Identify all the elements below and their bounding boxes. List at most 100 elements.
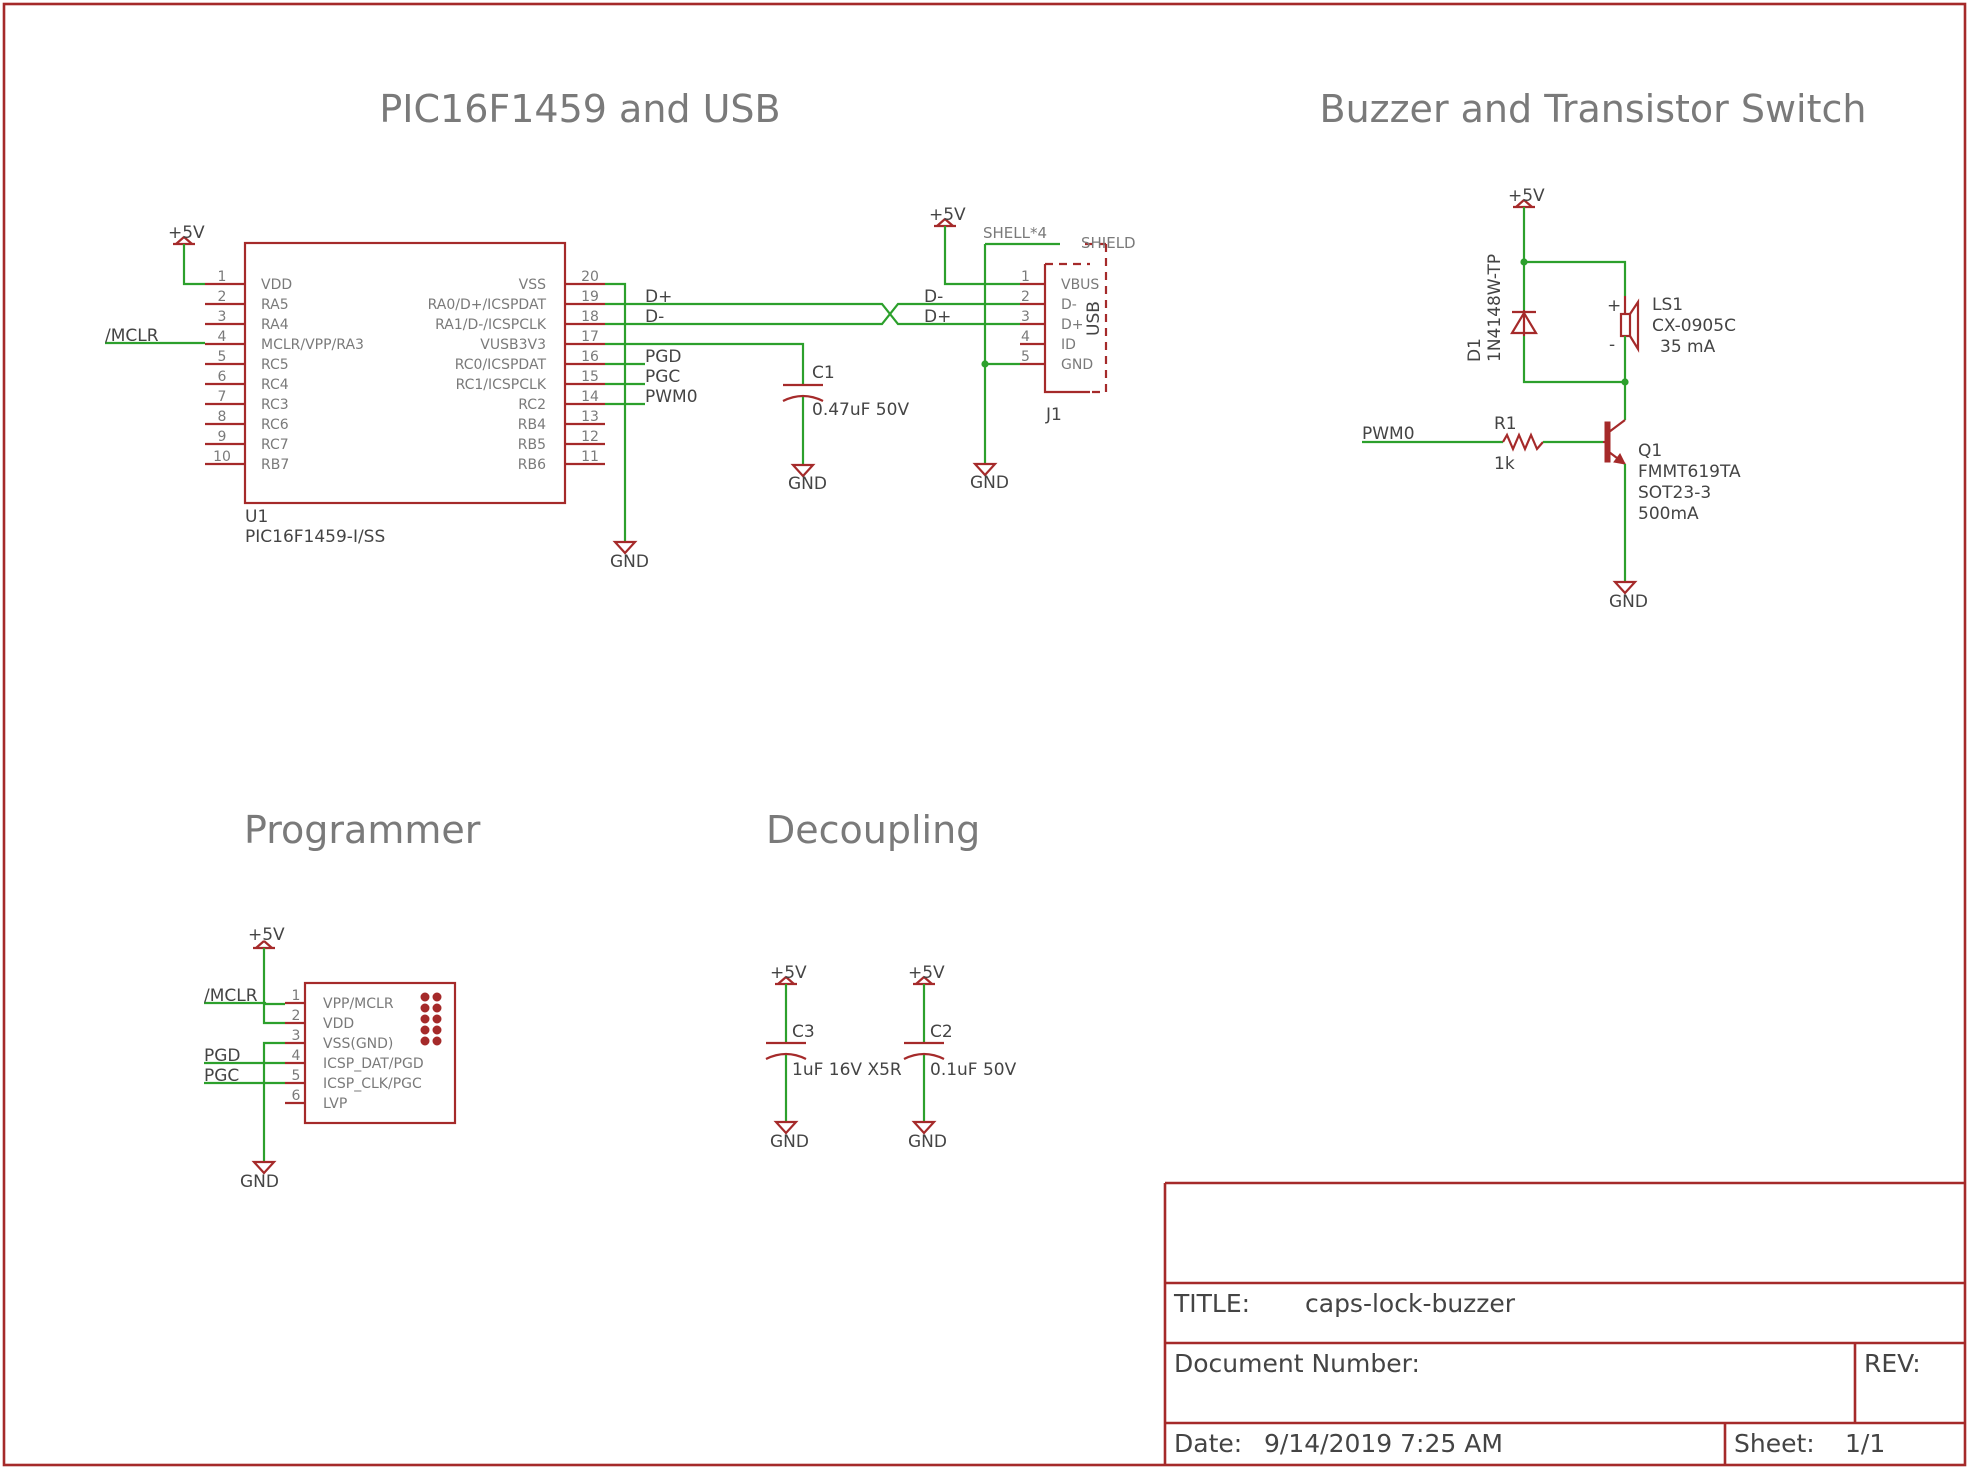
ls1-minus: - — [1609, 335, 1615, 355]
ls1-plus: + — [1607, 296, 1621, 316]
gnd-label-c3: GND — [770, 1132, 809, 1152]
j1-type-label: USB — [1084, 301, 1104, 336]
u1-ref: U1 — [245, 507, 268, 527]
j1-dminus-net-label: D- — [924, 287, 943, 307]
programmer-vcc-label: +5V — [248, 925, 285, 945]
j1-dplus-net-label: D+ — [924, 307, 951, 327]
u1-right-pin-name: RB5 — [518, 437, 546, 453]
j1-ref: J1 — [1045, 405, 1062, 425]
u1-right-pin-name: RA0/D+/ICSPDAT — [428, 297, 547, 313]
mclr-net-label: /MCLR — [105, 326, 159, 346]
j1-shield-label: SHIELD — [1081, 234, 1136, 252]
buzzer-supply: +5V — [1508, 186, 1627, 296]
programmer-pin-number: 5 — [292, 1068, 301, 1084]
sheet-value: 1/1 — [1845, 1429, 1885, 1458]
gnd-symbol-q1 — [1612, 580, 1638, 595]
u1-left-pin-number: 9 — [218, 429, 227, 445]
programmer-pin-number: 2 — [292, 1008, 301, 1024]
date-label: Date: — [1174, 1429, 1242, 1458]
u1-right-pin-number: 19 — [581, 289, 599, 305]
u1-right-pin-name: RC2 — [518, 397, 546, 413]
pgc-net-label: PGC — [645, 367, 680, 387]
programmer-pin-name: VSS(GND) — [323, 1036, 393, 1052]
j1-pin-name: GND — [1061, 357, 1093, 373]
sheet-label: Sheet: — [1734, 1429, 1815, 1458]
gnd-symbol-prog — [251, 1160, 277, 1175]
ls1-buzzer: + - LS1 CX-0905C 35 mA — [1607, 295, 1736, 420]
j1-pin-number: 2 — [1021, 289, 1030, 305]
c1-value: 0.47uF 50V — [812, 400, 909, 420]
u1-value: PIC16F1459-I/SS — [245, 527, 385, 547]
pgd-net-label: PGD — [645, 347, 682, 367]
programmer-pin-dots — [420, 992, 442, 1046]
u1-left-pin-name: RC6 — [261, 417, 289, 433]
j1-vbus-supply: +5V — [929, 205, 1020, 286]
c3-vcc-label: +5V — [770, 963, 807, 983]
u1-left-pin-name: RC4 — [261, 377, 289, 393]
c2-value: 0.1uF 50V — [930, 1060, 1017, 1080]
programmer-pin-number: 4 — [292, 1048, 301, 1064]
j1-pin-number: 1 — [1021, 269, 1030, 285]
u1-right-pin-number: 18 — [581, 309, 599, 325]
c1-ref: C1 — [812, 363, 835, 383]
pwm0-net-label: PWM0 — [645, 387, 698, 407]
u1-left-pin-number: 2 — [218, 289, 227, 305]
date-value: 9/14/2019 7:25 AM — [1264, 1429, 1503, 1458]
u1-vss-gnd: GND — [605, 282, 649, 572]
programmer-pin-name: VPP/MCLR — [323, 996, 394, 1012]
d1-value: 1N4148W-TP — [1485, 254, 1505, 362]
u1-left-pin-number: 5 — [218, 349, 227, 365]
c3-ref: C3 — [792, 1022, 815, 1042]
u1-right-pin-number: 16 — [581, 349, 599, 365]
c1-capacitor: GND C1 0.47uF 50V — [782, 363, 909, 494]
u1-right-pin-number: 17 — [581, 329, 599, 345]
docnum-label: Document Number: — [1174, 1349, 1420, 1378]
buzzer-vcc-label: +5V — [1508, 186, 1545, 206]
programmer-pgc-label: PGC — [204, 1066, 239, 1086]
gnd-symbol-u1 — [612, 540, 638, 555]
gnd-symbol-c1 — [790, 463, 816, 478]
u1-left-pin-number: 4 — [218, 329, 227, 345]
programmer-pin-number: 3 — [292, 1028, 301, 1044]
title-label: TITLE: — [1173, 1289, 1250, 1318]
gnd-label-prog: GND — [240, 1172, 279, 1192]
u1-left-pin-name: RA4 — [261, 317, 289, 333]
u1-right-pin-name: RA1/D-/ICSPCLK — [435, 317, 547, 333]
j1-vbus-label: +5V — [929, 205, 966, 225]
u1-right-pin-name: VSS — [519, 277, 546, 293]
j1-pin-name: ID — [1061, 337, 1076, 353]
u1-right-pin-number: 11 — [581, 449, 599, 465]
u1-left-pin-name: VDD — [261, 277, 292, 293]
programmer-pin-name: VDD — [323, 1016, 354, 1032]
section-title-buzzer: Buzzer and Transistor Switch — [1320, 87, 1867, 131]
j1-pin-name: D+ — [1061, 317, 1084, 333]
q1-value: FMMT619TA — [1638, 462, 1741, 482]
programmer-pgd-label: PGD — [204, 1046, 241, 1066]
programmer-pin-name: ICSP_CLK/PGC — [323, 1076, 422, 1092]
u1-right-pin-number: 20 — [581, 269, 599, 285]
section-title-programmer: Programmer — [244, 808, 481, 852]
j1-pin-number: 3 — [1021, 309, 1030, 325]
q1-package: SOT23-3 — [1638, 483, 1711, 503]
r1-resistor: PWM0 R1 1k — [1362, 414, 1603, 474]
u1-left-pin-number: 8 — [218, 409, 227, 425]
programmer-wires: +5V /MCLR GND PGD PGC — [204, 925, 285, 1192]
